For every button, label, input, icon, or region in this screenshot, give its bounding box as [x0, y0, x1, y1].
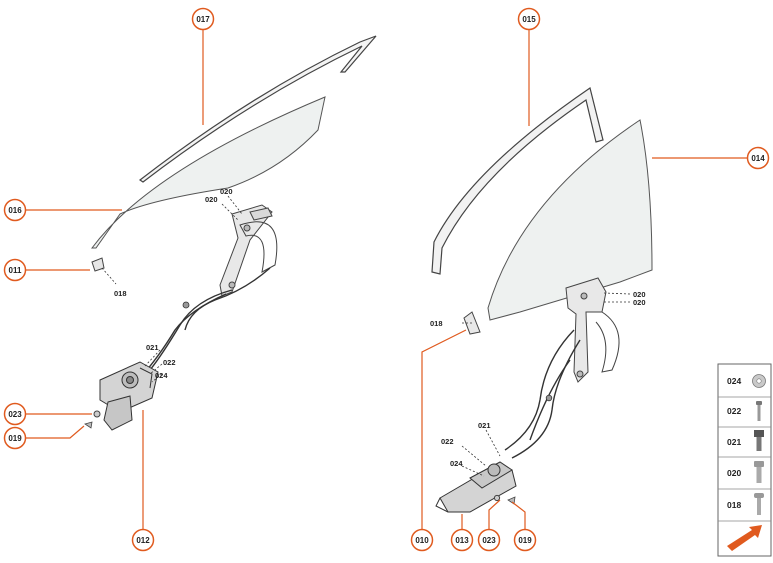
glass-clip-011 — [91, 257, 105, 272]
callout-019-right[interactable]: 019 — [513, 528, 537, 552]
callout-label: 013 — [455, 536, 469, 545]
flange-screw-icon — [754, 461, 764, 483]
callout-010[interactable]: 010 — [410, 528, 434, 552]
part-label-018: 018 — [114, 289, 127, 298]
callout-label: 014 — [751, 154, 765, 163]
window-regulator-bracket — [219, 204, 278, 297]
fastener-legend: 024 022 021 020 — [717, 363, 772, 557]
part-label-021: 021 — [478, 421, 491, 430]
callout-012[interactable]: 012 — [131, 528, 155, 552]
regulator-cables — [139, 267, 271, 379]
legend-label: 022 — [727, 406, 741, 416]
legend-label: 018 — [727, 500, 741, 510]
left-door-assembly — [84, 35, 377, 431]
callout-label: 019 — [518, 536, 532, 545]
callout-label: 023 — [8, 410, 22, 419]
callout-label: 016 — [8, 206, 22, 215]
regulator-cables-right — [504, 329, 581, 459]
right-door-assembly — [431, 87, 653, 513]
right-dashed-leaders — [461, 292, 631, 477]
callouts: 017 016 011 023 019 012 015 014 — [3, 7, 770, 552]
window-glass-016 — [91, 96, 326, 249]
callout-leaders — [25, 29, 748, 530]
callout-023-right[interactable]: 023 — [477, 528, 501, 552]
legend-item-020[interactable]: 020 — [727, 461, 764, 483]
washer-icon — [752, 374, 766, 388]
callout-label: 015 — [522, 15, 536, 24]
legend-label: 024 — [727, 376, 741, 386]
part-label-024: 024 — [450, 459, 463, 468]
callout-015[interactable]: 015 — [517, 7, 541, 31]
hex-bolt-icon — [754, 430, 764, 451]
callout-011[interactable]: 011 — [3, 258, 27, 282]
callout-label: 023 — [482, 536, 496, 545]
window-motor-013 — [435, 461, 517, 513]
part-label-024: 024 — [155, 371, 168, 380]
callout-017[interactable]: 017 — [191, 7, 215, 31]
part-label-018: 018 — [430, 319, 443, 328]
part-label-021: 021 — [146, 343, 159, 352]
window-glass-014 — [487, 119, 653, 321]
part-label-020: 020 — [220, 187, 233, 196]
callout-label: 011 — [9, 266, 22, 275]
window-frame-015 — [431, 87, 604, 275]
part-label-022: 022 — [441, 437, 454, 446]
callout-label: 019 — [8, 434, 22, 443]
callout-016[interactable]: 016 — [3, 198, 27, 222]
callout-label: 012 — [136, 536, 150, 545]
callout-013[interactable]: 013 — [450, 528, 474, 552]
callout-label: 010 — [415, 536, 429, 545]
part-label-020: 020 — [205, 195, 218, 204]
legend-item-018[interactable]: 018 — [727, 493, 764, 515]
legend-item-022[interactable]: 022 — [727, 401, 762, 421]
screw-icon — [756, 401, 762, 421]
legend-item-024[interactable]: 024 — [727, 374, 766, 388]
window-motor-012 — [99, 361, 159, 431]
legend-item-021[interactable]: 021 — [727, 430, 764, 451]
screw-019 — [84, 421, 93, 429]
part-label-020: 020 — [633, 290, 646, 299]
pan-screw-icon — [754, 493, 764, 515]
window-seal-017 — [138, 35, 377, 183]
left-dashed-leaders — [101, 195, 243, 383]
legend-label: 020 — [727, 468, 741, 478]
part-labels: 020 020 018 021 022 024 020 020 018 021 … — [114, 187, 646, 468]
part-label-022: 022 — [163, 358, 176, 367]
washer-023 — [93, 410, 101, 418]
callout-023[interactable]: 023 — [3, 402, 27, 426]
window-regulator-bracket-right — [565, 277, 620, 383]
callout-019[interactable]: 019 — [3, 426, 27, 450]
callout-label: 017 — [196, 15, 210, 24]
washer-023-right — [493, 494, 501, 502]
callout-014[interactable]: 014 — [746, 146, 770, 170]
legend-label: 021 — [727, 437, 741, 447]
part-label-020: 020 — [633, 298, 646, 307]
direction-arrow-icon[interactable] — [727, 525, 762, 551]
